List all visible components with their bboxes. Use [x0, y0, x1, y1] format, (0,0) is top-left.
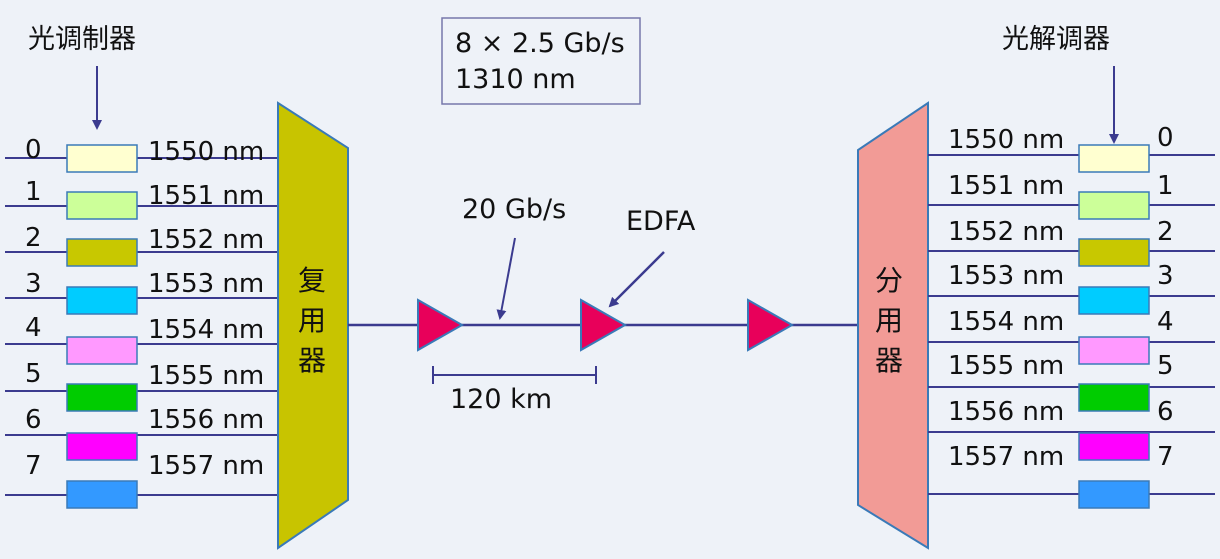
input-channel-index: 3 — [25, 269, 42, 299]
demodulator-box-1 — [1078, 191, 1150, 220]
link-rate-pointer — [496, 237, 516, 320]
input-channel-index: 2 — [25, 223, 42, 253]
demodulator-box-0 — [1078, 144, 1150, 173]
input-channel-index: 4 — [25, 313, 42, 343]
output-wavelength-label: 1555 nm — [948, 351, 1064, 381]
input-channel-index: 7 — [25, 451, 42, 481]
input-channel-index: 5 — [25, 359, 42, 389]
output-channel-index: 0 — [1157, 123, 1174, 153]
modulator-box-4 — [66, 336, 138, 365]
modulator-box-6 — [66, 432, 138, 461]
demux-label-char-1: 分 — [875, 264, 903, 297]
output-channel-index: 4 — [1157, 307, 1174, 337]
info-box-rate: 8 × 2.5 Gb/s — [455, 28, 625, 59]
link-rate-label: 20 Gb/s — [462, 194, 566, 225]
demodulator-box-3 — [1078, 286, 1150, 315]
input-channel-index: 6 — [25, 405, 42, 435]
output-channels: 0 1550 nm 1 1551 nm 2 1552 nm 3 1553 nm 4 1554 nm… — [928, 123, 1215, 509]
demux-label-char-3: 器 — [875, 344, 903, 377]
amplifier-1 — [417, 298, 465, 352]
modulator-box-7 — [66, 480, 138, 509]
input-wavelength-label: 1557 nm — [148, 451, 264, 481]
mux-label-char-2: 用 — [298, 304, 326, 337]
output-channel-index: 6 — [1157, 397, 1174, 427]
modulator-box-0 — [66, 144, 138, 173]
input-wavelength-label: 1552 nm — [148, 225, 264, 255]
output-wavelength-label: 1554 nm — [948, 307, 1064, 337]
demodulator-box-2 — [1078, 238, 1150, 267]
mux-label-char-1: 复 — [298, 264, 326, 297]
output-wavelength-label: 1550 nm — [948, 125, 1064, 155]
edfa-pointer — [608, 251, 665, 308]
output-wavelength-label: 1556 nm — [948, 397, 1064, 427]
demultiplexer — [857, 101, 929, 550]
output-channel-index: 2 — [1157, 217, 1174, 247]
modulator-box-5 — [66, 383, 138, 412]
info-box — [441, 17, 641, 105]
output-channel-index: 5 — [1157, 351, 1174, 381]
output-wavelength-label: 1552 nm — [948, 217, 1064, 247]
input-wavelength-label: 1551 nm — [148, 181, 264, 211]
demodulator-box-6 — [1078, 432, 1150, 461]
modulator-box-1 — [66, 191, 138, 220]
modulator-box-3 — [66, 286, 138, 315]
output-wavelength-label: 1551 nm — [948, 171, 1064, 201]
input-wavelength-label: 1556 nm — [148, 405, 264, 435]
modulator-title: 光调制器 — [28, 24, 136, 55]
span-length-label: 120 km — [450, 384, 552, 415]
output-channel-index: 7 — [1157, 442, 1174, 472]
demodulator-box-5 — [1078, 383, 1150, 412]
output-wavelength-label: 1553 nm — [948, 261, 1064, 291]
mux-label-char-3: 器 — [298, 344, 326, 377]
input-channel-index: 0 — [25, 135, 42, 165]
output-channel-index: 1 — [1157, 171, 1174, 201]
input-channels: 0 1550 nm 1 1551 nm 2 1552 nm 3 1553 nm 4 1554 nm… — [5, 135, 278, 509]
amplifier-3 — [747, 298, 795, 352]
output-wavelength-label: 1557 nm — [948, 442, 1064, 472]
input-wavelength-label: 1550 nm — [148, 137, 264, 167]
multiplexer — [277, 101, 349, 550]
demodulator-box-4 — [1078, 336, 1150, 365]
info-box-wavelength: 1310 nm — [455, 64, 576, 95]
demux-label-char-2: 用 — [875, 304, 903, 337]
input-channel-index: 1 — [25, 177, 42, 207]
modulator-box-2 — [66, 238, 138, 267]
amplifier-2 — [580, 298, 628, 352]
input-wavelength-label: 1553 nm — [148, 269, 264, 299]
output-channel-index: 3 — [1157, 261, 1174, 291]
input-wavelength-label: 1554 nm — [148, 315, 264, 345]
input-wavelength-label: 1555 nm — [148, 361, 264, 391]
demodulator-box-7 — [1078, 480, 1150, 509]
edfa-label: EDFA — [626, 206, 696, 237]
demodulator-title: 光解调器 — [1002, 24, 1110, 55]
